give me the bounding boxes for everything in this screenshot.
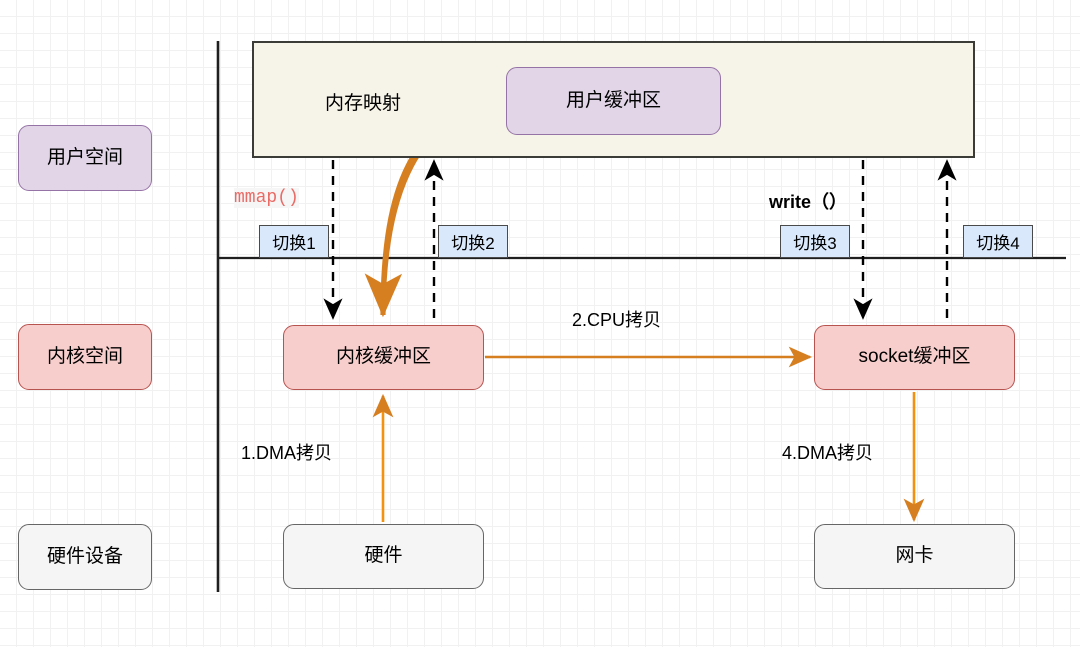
memory-mapping-label: 内存映射 xyxy=(325,93,402,114)
context-switch-4-label: 切换4 xyxy=(976,234,1020,253)
syscall-write-label: write（） xyxy=(769,192,848,212)
node-user-buffer: 用户缓冲区 xyxy=(506,67,721,135)
node-nic-label: 网卡 xyxy=(895,545,934,567)
node-hardware-label: 硬件 xyxy=(364,545,403,567)
context-switch-2-label: 切换2 xyxy=(451,234,495,253)
legend-hardware-device-label: 硬件设备 xyxy=(46,545,123,567)
node-kernel-buffer: 内核缓冲区 xyxy=(283,325,484,390)
cpu-copy-label: 2.CPU拷贝 xyxy=(572,310,662,330)
dma-write-label: 4.DMA拷贝 xyxy=(782,443,874,463)
legend-kernel-space: 内核空间 xyxy=(18,324,152,390)
node-socket-buffer: socket缓冲区 xyxy=(814,325,1015,390)
context-switch-box-2: 切换2 xyxy=(438,225,508,258)
legend-user-space-label: 用户空间 xyxy=(46,146,123,168)
context-switch-box-3: 切换3 xyxy=(780,225,850,258)
dma-read-label: 1.DMA拷贝 xyxy=(241,443,333,463)
legend-hardware-device: 硬件设备 xyxy=(18,524,152,590)
context-switch-box-1: 切换1 xyxy=(259,225,329,258)
node-socket-buffer-label: socket缓冲区 xyxy=(858,346,971,368)
node-user-buffer-label: 用户缓冲区 xyxy=(565,89,661,111)
legend-user-space: 用户空间 xyxy=(18,125,152,191)
context-switch-3-label: 切换3 xyxy=(793,234,837,253)
legend-kernel-space-label: 内核空间 xyxy=(46,345,123,367)
syscall-mmap-label: mmap() xyxy=(234,188,299,208)
node-hardware: 硬件 xyxy=(283,524,484,589)
node-nic: 网卡 xyxy=(814,524,1015,589)
context-switch-1-label: 切换1 xyxy=(272,234,316,253)
context-switch-box-4: 切换4 xyxy=(963,225,1033,258)
node-kernel-buffer-label: 内核缓冲区 xyxy=(335,346,431,368)
